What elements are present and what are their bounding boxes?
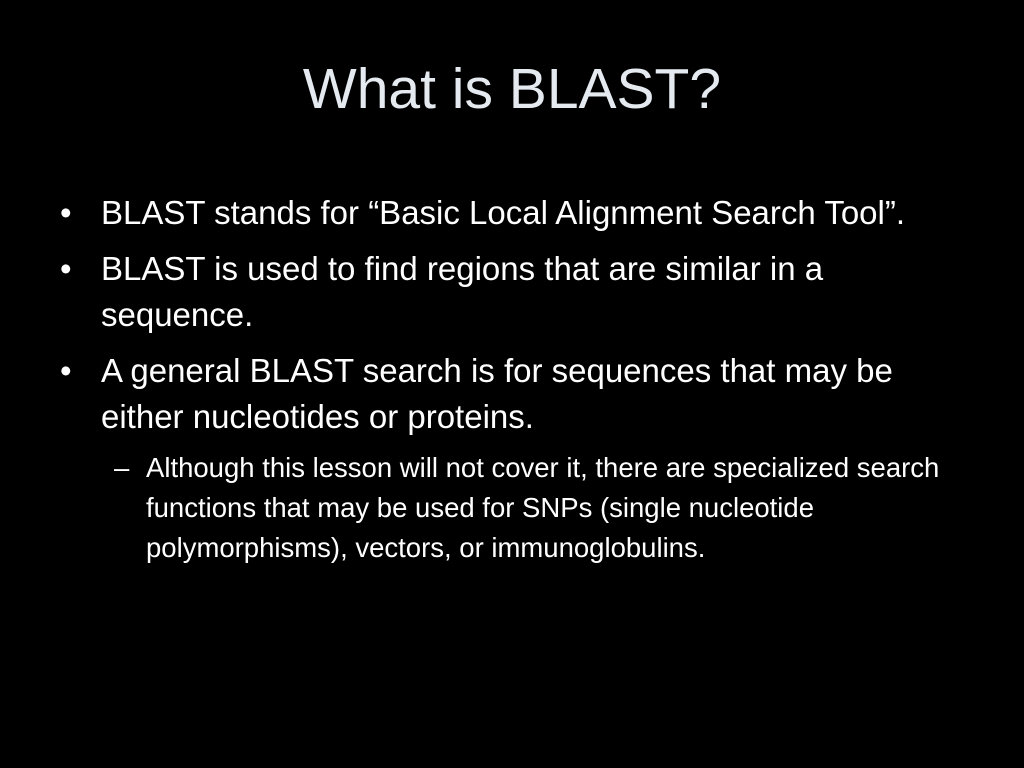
sub-bullet-text: Although this lesson will not cover it, …	[146, 452, 940, 563]
dash-icon: –	[114, 452, 130, 483]
sub-bullet-item: – Although this lesson will not cover it…	[0, 448, 1024, 568]
bullet-text: A general BLAST search is for sequences …	[101, 352, 893, 435]
bullet-item: • BLAST stands for “Basic Local Alignmen…	[0, 190, 1024, 236]
slide-title: What is BLAST?	[302, 57, 722, 121]
bullet-text: BLAST stands for “Basic Local Alignment …	[101, 194, 906, 231]
bullet-dot-icon: •	[60, 352, 72, 389]
bullet-list: • BLAST stands for “Basic Local Alignmen…	[0, 190, 1024, 568]
bullet-dot-icon: •	[60, 250, 72, 287]
bullet-text: BLAST is used to find regions that are s…	[101, 250, 824, 333]
bullet-dot-icon: •	[60, 194, 72, 231]
bullet-item: • BLAST is used to find regions that are…	[0, 246, 1024, 338]
bullet-item: • A general BLAST search is for sequence…	[0, 348, 1024, 440]
